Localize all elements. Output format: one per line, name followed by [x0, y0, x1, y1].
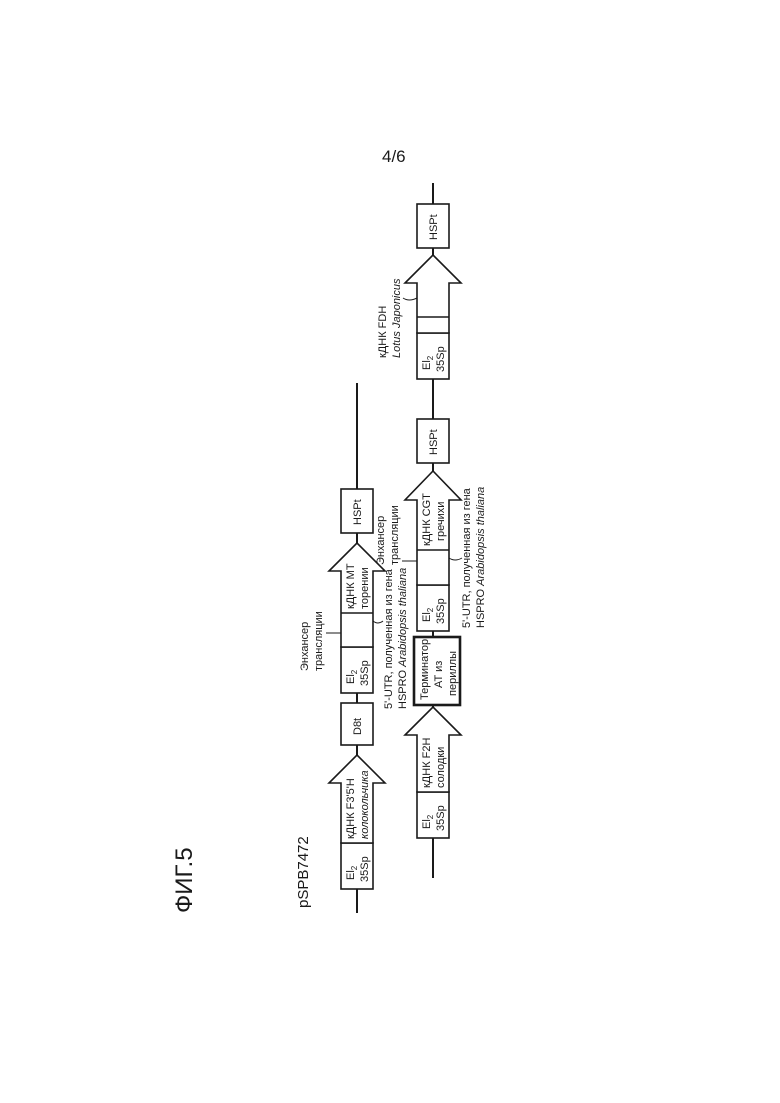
leader-line [373, 621, 383, 623]
gene-label: кДНК FDH [377, 306, 389, 358]
gene-arrow [405, 471, 461, 585]
gene-label: гречихи [435, 502, 447, 541]
gene-label: солодки [435, 747, 447, 788]
promoter-label: 35Sp [359, 660, 371, 686]
figure-label: ФИГ.5 [171, 847, 198, 913]
gene-arrow [329, 755, 385, 843]
rotated-figure: ФИГ.5 pSPB7472 El2 35Sp кДНК F3'5'H коло… [171, 183, 487, 913]
leader-line [403, 298, 417, 300]
gene-label: торении [359, 567, 371, 609]
enhancer-label: Энхансер [375, 516, 387, 565]
enhancer-label: Энхансер [299, 622, 311, 671]
promoter-label: 35Sp [435, 805, 447, 831]
utr-label: 5'-UTR, полученная из гена [383, 568, 395, 709]
gene-label: кДНК F2H [421, 737, 433, 788]
utr-label: HSPRO Arabidopsis thaliana [475, 487, 487, 628]
page-number: 4/6 [382, 147, 406, 166]
gene-label: кДНК CGT [421, 493, 433, 546]
utr-label: HSPRO Arabidopsis thaliana [397, 568, 409, 709]
promoter-label: 35Sp [435, 346, 447, 372]
terminator-label: Терминатор [419, 639, 431, 700]
terminator-label: HSPt [352, 499, 364, 525]
gene-arrow [405, 707, 461, 792]
gene-label: колокольчика [359, 770, 371, 839]
gene-label: кДНК F3'5'H [345, 778, 357, 839]
terminator-label: D8t [352, 718, 364, 735]
utr-label: 5'-UTR, полученная из гена [461, 487, 473, 628]
terminator-label: AT из [433, 661, 445, 688]
terminator-label: HSPt [428, 214, 440, 240]
plasmid-name: pSPB7472 [295, 836, 312, 908]
promoter-label: 35Sp [435, 598, 447, 624]
lane-2: El2 35Sp кДНК F2H солодки Терминатор AT … [375, 183, 487, 878]
gene-label: кДНК МТ [345, 563, 357, 609]
enhancer-label: трансляции [389, 505, 401, 565]
terminator-label: периллы [447, 651, 459, 696]
gene-label: Lotus Japonicus [391, 278, 403, 358]
terminator-label: HSPt [428, 429, 440, 455]
promoter-label: 35Sp [359, 856, 371, 882]
enhancer-label: трансляции [313, 611, 325, 671]
gene-arrow [405, 255, 461, 333]
lane-1: El2 35Sp кДНК F3'5'H колокольчика D8t El… [299, 383, 409, 913]
